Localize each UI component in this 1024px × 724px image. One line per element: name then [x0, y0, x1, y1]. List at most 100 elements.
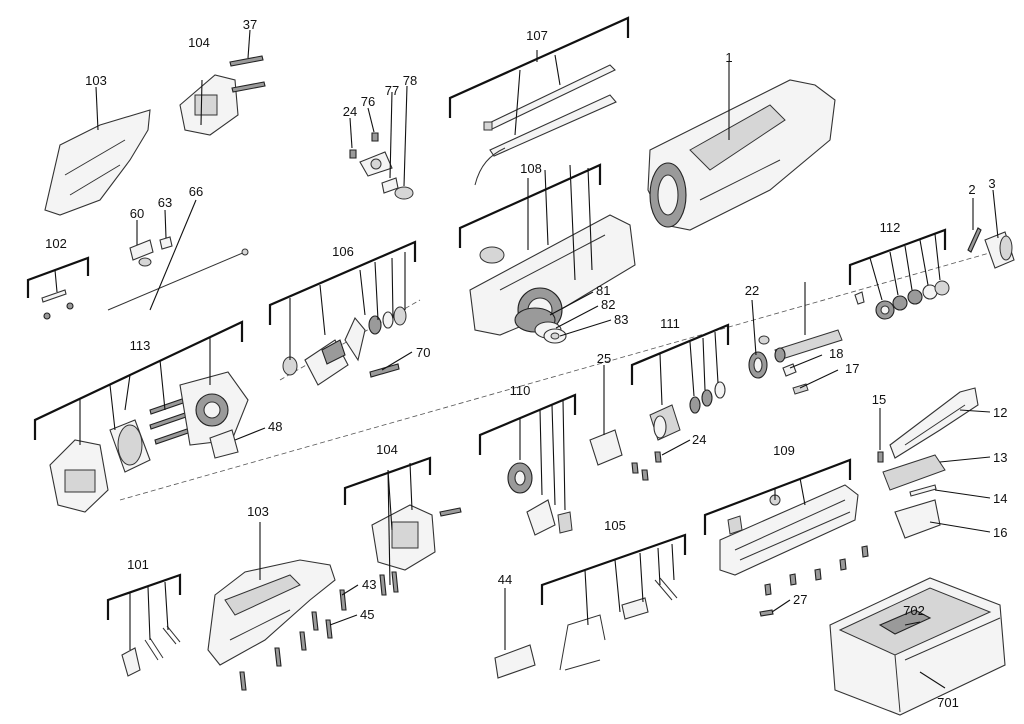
bracket-105 — [540, 533, 687, 626]
callout-82: 82 — [601, 297, 615, 312]
part-shaft-11 — [774, 329, 843, 363]
callout-111: 111 — [660, 316, 680, 331]
callout-1: 1 — [725, 50, 732, 65]
part-screws-37 — [229, 55, 266, 93]
callout-101: 101 — [127, 557, 149, 572]
callout-60: 60 — [130, 206, 144, 221]
callout-103-bottom: 103 — [247, 504, 269, 519]
callout-25: 25 — [597, 351, 611, 366]
part-housing-1 — [647, 79, 836, 231]
callout-16: 16 — [993, 525, 1007, 540]
part-clip-48 — [209, 429, 239, 459]
bracket-108 — [458, 163, 602, 281]
callout-702: 702 — [903, 603, 925, 618]
callout-107: 107 — [526, 28, 548, 43]
part-ring-22 — [748, 335, 770, 379]
part-bushing-78 — [394, 186, 414, 200]
bracket-102 — [26, 256, 90, 298]
part-case-701 — [829, 577, 1006, 716]
bracket-110 — [478, 393, 577, 511]
part-group-111 — [649, 381, 726, 441]
callout-103-top: 103 — [85, 73, 107, 88]
callout-83: 83 — [614, 312, 628, 327]
callout-labels: 1 2 3 12 13 14 15 16 17 18 22 24 24 25 2… — [45, 17, 1007, 710]
callout-37: 37 — [243, 17, 257, 32]
callout-109: 109 — [773, 443, 795, 458]
bracket-107 — [448, 16, 630, 136]
part-clamp-16 — [894, 499, 941, 539]
bracket-113 — [33, 320, 244, 445]
part-housing-109 — [719, 484, 859, 576]
part-screws-43 — [339, 571, 399, 611]
callout-70: 70 — [416, 345, 430, 360]
callout-77: 77 — [385, 83, 399, 98]
part-group-106 — [282, 306, 407, 386]
bracket-101 — [106, 573, 182, 650]
bracket-109 — [703, 458, 852, 535]
part-group-110 — [507, 462, 573, 536]
callout-18: 18 — [829, 346, 843, 361]
callout-13: 13 — [993, 450, 1007, 465]
part-screws-27 — [759, 545, 869, 617]
callout-63: 63 — [158, 195, 172, 210]
callout-27: 27 — [793, 592, 807, 607]
callout-104-top: 104 — [188, 35, 210, 50]
part-screw-24-top — [349, 149, 357, 159]
part-screws-45 — [239, 611, 333, 691]
callout-22: 22 — [745, 283, 759, 298]
leader-lines — [95, 29, 999, 689]
part-group-101 — [121, 625, 181, 677]
assembly-axis — [119, 249, 1001, 501]
part-pin-14 — [909, 484, 937, 497]
callout-701: 701 — [937, 695, 959, 710]
bracket-104-bottom — [343, 456, 432, 586]
part-pin-63 — [159, 236, 173, 250]
bracket-111 — [630, 323, 730, 406]
callout-14: 14 — [993, 491, 1007, 506]
bracket-112 — [848, 228, 947, 301]
callout-66: 66 — [189, 184, 203, 199]
callout-3: 3 — [988, 176, 995, 191]
callout-48: 48 — [268, 419, 282, 434]
callout-102: 102 — [45, 236, 67, 251]
callout-44: 44 — [498, 572, 512, 587]
part-block-25 — [589, 429, 623, 466]
part-wire-66 — [107, 248, 249, 311]
part-group-112 — [854, 280, 950, 320]
part-washer-83 — [543, 328, 567, 344]
part-plate-76 — [359, 132, 393, 177]
part-bracket-60 — [129, 239, 154, 267]
callout-2: 2 — [968, 182, 975, 197]
part-insert-702 — [878, 609, 932, 635]
part-group-107 — [474, 64, 617, 186]
part-switch-104-top — [179, 74, 239, 136]
part-group-105 — [559, 577, 678, 671]
callout-113: 113 — [130, 338, 151, 353]
part-pins-102 — [41, 289, 74, 320]
part-screw-70 — [369, 363, 400, 378]
callout-110: 110 — [510, 383, 531, 398]
part-pin-2 — [967, 227, 982, 253]
part-group-113 — [49, 371, 249, 513]
callout-81: 81 — [596, 283, 610, 298]
part-switch-104-bottom — [371, 504, 462, 571]
part-handle-103-top — [44, 109, 151, 216]
callout-45: 45 — [360, 607, 374, 622]
part-screws-24-mid — [631, 451, 662, 481]
part-blade-44 — [494, 644, 536, 679]
callout-24-top: 24 — [343, 104, 357, 119]
callout-78: 78 — [403, 73, 417, 88]
part-handle-103-bottom — [207, 559, 336, 666]
callout-24-mid: 24 — [692, 432, 706, 447]
callout-12: 12 — [993, 405, 1007, 420]
part-screw-15 — [877, 451, 884, 463]
callout-106: 106 — [332, 244, 354, 259]
bracket-106 — [268, 240, 417, 360]
part-shoe-12 — [889, 387, 979, 459]
callout-104-bottom: 104 — [376, 442, 398, 457]
callout-105: 105 — [604, 518, 626, 533]
callout-15: 15 — [872, 392, 886, 407]
callout-112: 112 — [880, 220, 901, 235]
part-shoe-plate-13 — [882, 454, 946, 491]
